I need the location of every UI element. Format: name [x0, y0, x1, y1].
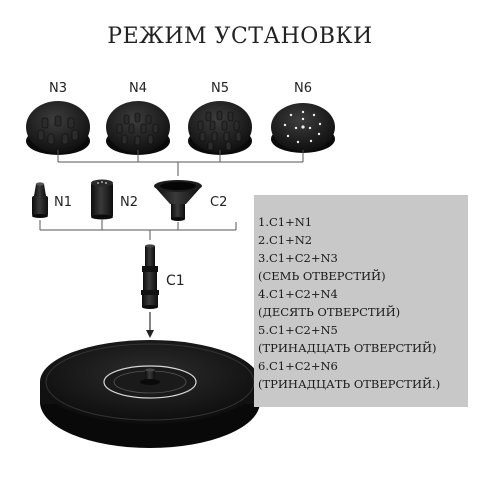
- nozzle-n4: [106, 101, 170, 155]
- installation-modes-panel: 1.C1+N1 2.C1+N2 3.C1+C2+N3 (СЕМЬ ОТВЕРСТ…: [254, 195, 468, 407]
- label-n3: N3: [49, 81, 67, 96]
- connector-lines-top: [57, 150, 304, 176]
- arrow-down: [146, 312, 154, 338]
- label-n4: N4: [129, 81, 147, 96]
- mode-line: 1.C1+N1: [258, 215, 313, 229]
- mode-note: (ТРИНАДЦАТЬ ОТВЕРСТИЙ.): [258, 377, 441, 391]
- mode-note: (ТРИНАДЦАТЬ ОТВЕРСТИЙ): [258, 341, 437, 355]
- label-c1: C1: [166, 273, 185, 289]
- mode-note: (ДЕСЯТЬ ОТВЕРСТИЙ): [258, 305, 401, 319]
- mode-note: (СЕМЬ ОТВЕРСТИЙ): [258, 269, 386, 283]
- nozzle-n2: [91, 179, 113, 220]
- mode-line: 3.C1+C2+N3: [258, 251, 338, 265]
- nozzle-n1: [32, 182, 48, 218]
- nozzle-n3: [26, 101, 90, 155]
- nozzle-n5: [188, 101, 252, 155]
- solar-pump-base: [40, 340, 260, 448]
- pipe-c1: [141, 244, 159, 309]
- page-title: РЕЖИМ УСТАНОВКИ: [107, 24, 373, 49]
- connector-lines-mid: [39, 220, 237, 240]
- adapter-c2: [154, 180, 202, 221]
- label-n1: N1: [54, 195, 72, 210]
- label-n6: N6: [294, 81, 312, 96]
- mode-line: 5.C1+C2+N5: [258, 323, 338, 337]
- nozzle-n6: [271, 103, 335, 153]
- mode-line: 2.C1+N2: [258, 233, 313, 247]
- mode-line: 4.C1+C2+N4: [258, 287, 338, 301]
- label-n2: N2: [120, 195, 138, 210]
- label-c2: C2: [210, 195, 227, 210]
- label-n5: N5: [211, 81, 229, 96]
- mode-line: 6.C1+C2+N6: [258, 359, 338, 373]
